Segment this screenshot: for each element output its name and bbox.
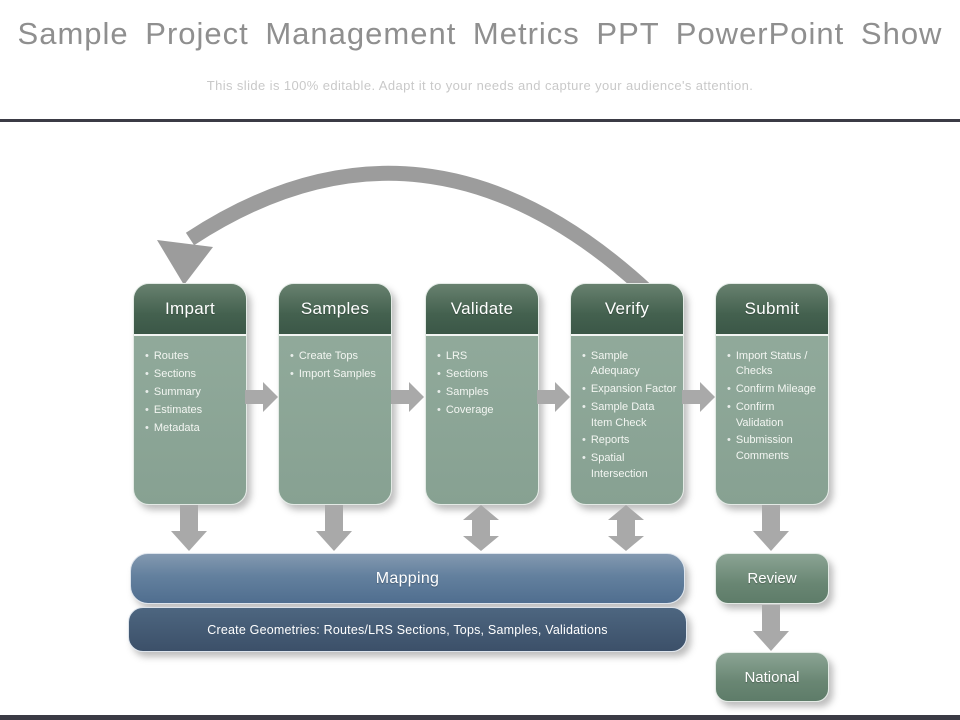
list-item-label: Reports: [590, 434, 630, 447]
list-item: Routes: [145, 349, 240, 364]
arrow-updown-icon: [463, 505, 499, 551]
list-item-label: Metadata: [153, 421, 200, 434]
arrow-right-icon: [245, 382, 278, 412]
bullet-icon: [437, 403, 441, 418]
list-item: Sections: [145, 367, 240, 382]
bullet-icon: [582, 451, 586, 482]
create-geometries-bar: Create Geometries: Routes/LRS Sections, …: [128, 607, 687, 652]
list-item: Estimates: [145, 403, 240, 418]
review-box: Review: [715, 553, 829, 604]
list-item-label: Import Samples: [298, 367, 376, 380]
list-item: Submission Comments: [727, 433, 822, 464]
list-item-label: Routes: [153, 350, 189, 362]
arrow-right-icon: [391, 382, 424, 412]
list-item-label: Samples: [445, 385, 489, 398]
stage-card-impart: Impart Routes Sections Summary Estimates…: [133, 283, 247, 505]
list-item-label: Expansion Factor: [590, 383, 677, 396]
stage-body: Create Tops Import Samples: [279, 336, 391, 391]
stage-card-verify: Verify Sample Adequacy Expansion Factor …: [570, 283, 684, 505]
stage-body: LRS Sections Samples Coverage: [426, 336, 538, 427]
stage-title: Submit: [716, 284, 828, 336]
stage-body: Routes Sections Summary Estimates Metada…: [134, 336, 246, 444]
list-item: Import Samples: [290, 367, 385, 382]
list-item: Sections: [437, 367, 532, 382]
bullet-icon: [290, 367, 294, 382]
bullet-icon: [437, 349, 441, 364]
stage-title: Samples: [279, 284, 391, 336]
list-item-label: Summary: [153, 385, 201, 398]
bullet-icon: [290, 349, 294, 364]
list-item: Confirm Validation: [727, 400, 822, 431]
list-item-label: Confirm Validation: [735, 401, 784, 429]
stage-card-samples: Samples Create Tops Import Samples: [278, 283, 392, 505]
mapping-bar: Mapping: [130, 553, 685, 604]
list-item-label: Submission Comments: [735, 434, 793, 462]
stage-card-validate: Validate LRS Sections Samples Coverage: [425, 283, 539, 505]
national-box: National: [715, 652, 829, 702]
bullet-icon: [437, 385, 441, 400]
list-item: Import Status / Checks: [727, 349, 822, 380]
list-item-label: Estimates: [153, 403, 203, 416]
list-item: Sample Adequacy: [582, 349, 677, 380]
bullet-icon: [582, 349, 586, 380]
bullet-icon: [145, 421, 149, 436]
list-item: Confirm Mileage: [727, 382, 822, 397]
list-item: Sample Data Item Check: [582, 400, 677, 431]
slide-subtitle: This slide is 100% editable. Adapt it to…: [206, 78, 754, 93]
arrow-down-icon: [753, 505, 789, 551]
list-item: Samples: [437, 385, 532, 400]
divider-line: [0, 119, 960, 122]
arrow-down-icon: [316, 505, 352, 551]
list-item: Summary: [145, 385, 240, 400]
arrow-down-icon: [171, 505, 207, 551]
list-item: LRS: [437, 349, 532, 364]
arrow-right-icon: [682, 382, 715, 412]
arrow-right-icon: [537, 382, 570, 412]
bullet-icon: [437, 367, 441, 382]
list-item-label: Import Status / Checks: [735, 350, 808, 378]
bullet-icon: [145, 385, 149, 400]
stage-card-submit: Submit Import Status / Checks Confirm Mi…: [715, 283, 829, 505]
list-item-label: Sample Data Item Check: [590, 401, 655, 429]
slide-title: Sample Project Management Metrics PPT Po…: [17, 16, 943, 51]
list-item-label: Sample Adequacy: [590, 350, 640, 378]
list-item-label: LRS: [445, 350, 468, 362]
list-item: Coverage: [437, 403, 532, 418]
list-item-label: Coverage: [445, 403, 494, 416]
stage-title: Verify: [571, 284, 683, 336]
bullet-icon: [727, 433, 731, 464]
list-item: Create Tops: [290, 349, 385, 364]
stage-body: Import Status / Checks Confirm Mileage C…: [716, 336, 828, 473]
list-item: Expansion Factor: [582, 382, 677, 397]
list-item-label: Spatial Intersection: [590, 452, 648, 480]
arrow-down-icon: [753, 605, 789, 651]
bullet-icon: [145, 367, 149, 382]
bullet-icon: [582, 400, 586, 431]
bullet-icon: [582, 382, 586, 397]
bullet-icon: [582, 433, 586, 448]
stage-body: Sample Adequacy Expansion Factor Sample …: [571, 336, 683, 491]
arrow-updown-icon: [608, 505, 644, 551]
list-item-label: Confirm Mileage: [735, 383, 816, 396]
bullet-icon: [145, 349, 149, 364]
bullet-icon: [145, 403, 149, 418]
stage-title: Impart: [134, 284, 246, 336]
bottom-edge-line: [0, 715, 960, 720]
bullet-icon: [727, 349, 731, 380]
bullet-icon: [727, 400, 731, 431]
stage-title: Validate: [426, 284, 538, 336]
list-item-label: Sections: [445, 367, 489, 380]
list-item: Spatial Intersection: [582, 451, 677, 482]
list-item: Reports: [582, 433, 677, 448]
list-item: Metadata: [145, 421, 240, 436]
bullet-icon: [727, 382, 731, 397]
list-item-label: Sections: [153, 367, 197, 380]
list-item-label: Create Tops: [298, 350, 358, 362]
